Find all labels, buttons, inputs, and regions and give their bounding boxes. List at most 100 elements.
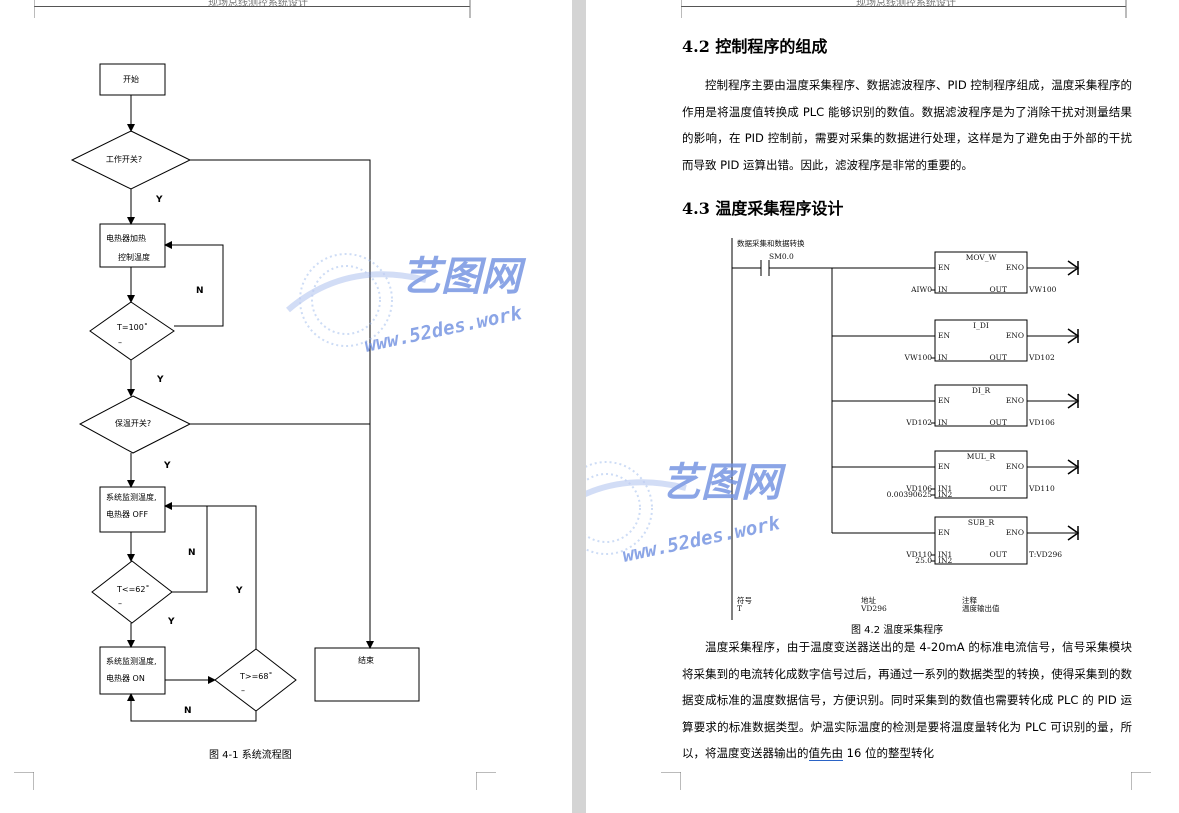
- flow-detect-off-label-1: 系统监测温度,: [106, 492, 157, 502]
- block-name: MOV_W: [966, 253, 997, 262]
- flow-t100-label: T=100˚: [116, 322, 148, 332]
- block-eno-label: ENO: [1006, 263, 1024, 272]
- flow-no-label: N: [188, 548, 196, 558]
- block-en-label: EN: [938, 263, 950, 272]
- block-out-label: OUT: [990, 353, 1007, 362]
- flow-heat-label-1: 电热器加热: [106, 233, 146, 243]
- block-in-value: VD110: [905, 550, 932, 559]
- block-name: SUB_R: [968, 518, 995, 527]
- flow-work-switch-label: 工作开关?: [106, 154, 142, 164]
- block-name: MUL_R: [967, 452, 996, 461]
- block-in-value: AIW0: [910, 285, 932, 294]
- block-out-value: T:VD296: [1029, 550, 1062, 559]
- section-heading-4-3: 4.3 温度采集程序设计: [682, 199, 844, 218]
- header-rule: [34, 6, 470, 7]
- flow-no-label: N: [184, 706, 192, 716]
- flow-t68-sub: –: [241, 686, 245, 695]
- contact-label: SM0.0: [769, 252, 794, 261]
- crop-mark-bottom-right: [476, 772, 496, 790]
- block-en-label: EN: [938, 331, 950, 340]
- comment-table-header: 注释: [962, 595, 977, 605]
- block-out-label: OUT: [990, 484, 1007, 493]
- flow-detect-off-label-2: 电热器 OFF: [106, 509, 148, 519]
- block-out-value: VD110: [1028, 484, 1055, 493]
- function-block: [934, 450, 1028, 499]
- tracked-change-link[interactable]: 值先由: [808, 746, 843, 761]
- flow-start-label: 开始: [123, 74, 139, 84]
- block-eno-label: ENO: [1006, 331, 1024, 340]
- page-header-title: 现场总线测控系统设计: [856, 0, 956, 9]
- crop-mark-top-right: [1125, 0, 1127, 18]
- flow-t62-label: T<=62˚: [116, 584, 149, 594]
- page-header-title: 现场总线测控系统设计: [208, 0, 308, 9]
- block-name: I_DI: [973, 321, 989, 330]
- document-page-right: 现场总线测控系统设计 4.2 控制程序的组成 控制程序主要由温度采集程序、数据滤…: [586, 0, 1179, 813]
- flow-t68-label: T>=68˚: [239, 671, 272, 681]
- block-eno-label: ENO: [1006, 528, 1024, 537]
- symbol-table-value: T: [737, 604, 742, 613]
- flow-yes-label: Y: [155, 195, 163, 205]
- address-table-header: 地址: [861, 595, 876, 605]
- block-in2-label: IN2: [938, 490, 953, 499]
- block-out-value: VD102: [1028, 353, 1055, 362]
- temperature-program-paragraph: 温度采集程序，由于温度变送器送出的是 4-20mA 的标准电流信号，信号采集模块…: [682, 634, 1132, 767]
- flow-arrow-loop-n: [127, 693, 257, 722]
- block-in-label: IN1: [938, 550, 952, 559]
- block-out-label: OUT: [990, 418, 1007, 427]
- function-block: [934, 516, 1028, 565]
- crop-mark-top-left: [681, 0, 682, 18]
- flow-decision-hold-switch: [78, 395, 192, 454]
- block-en-label: EN: [938, 462, 950, 471]
- flow-decision-t62: [91, 560, 173, 624]
- paragraph-tail: 16 位的整型转化: [843, 746, 934, 760]
- flow-detect-on-box: [99, 646, 166, 695]
- flow-arrow-loop-n: [164, 241, 224, 327]
- figure-caption-4-2: 图 4.2 温度采集程序: [851, 625, 944, 636]
- function-block: [934, 384, 1028, 427]
- network-title: 数据采集和数据转换: [737, 238, 805, 248]
- system-flowchart: 开始 工作开关? 电热器加热 控制温度 T=100˚ – 保温开关? 系统监测温…: [70, 63, 420, 722]
- block-out-value: VD106: [1028, 418, 1055, 427]
- block-in2-label: IN2: [938, 556, 953, 565]
- flow-arrow-to-end: [190, 159, 374, 649]
- block-en-label: EN: [938, 396, 950, 405]
- block-out-label: OUT: [990, 550, 1007, 559]
- block-out-value: VW100: [1028, 285, 1057, 294]
- flow-yes-label: Y: [163, 461, 171, 471]
- section-heading-4-2: 4.2 控制程序的组成: [682, 37, 828, 56]
- page-gap: [572, 0, 586, 813]
- address-table-value: VD296: [860, 604, 887, 613]
- block-in-label: IN: [938, 285, 948, 294]
- crop-mark-top-right: [469, 0, 471, 18]
- flow-detect-on-label-1: 系统监测温度,: [106, 656, 157, 666]
- flow-t62-sub: –: [118, 599, 122, 608]
- block-in-label: IN1: [938, 484, 952, 493]
- flow-hold-switch-label: 保温开关?: [115, 418, 151, 428]
- block-eno-label: ENO: [1006, 462, 1024, 471]
- block-name: DI_R: [972, 386, 991, 395]
- flow-t100-sub: –: [118, 338, 122, 347]
- paragraph-text: 控制程序主要由温度采集程序、数据滤波程序、PID 控制程序组成，温度采集程序的作…: [682, 78, 1132, 172]
- document-page-left: 现场总线测控系统设计: [0, 0, 572, 813]
- flow-arrow-loop-n: [164, 502, 208, 593]
- block-in-value: VW100: [904, 353, 933, 362]
- crop-mark-bottom-left: [14, 772, 34, 790]
- flow-end-label: 结束: [358, 655, 374, 665]
- comment-table-value: 温度输出值: [962, 603, 1000, 613]
- figure-caption-4-1: 图 4-1 系统流程图: [209, 750, 292, 761]
- paragraph-text: 温度采集程序，由于温度变送器送出的是 4-20mA 的标准电流信号，信号采集模块…: [682, 640, 1132, 760]
- flow-arrow-loop-y: [207, 505, 257, 649]
- block-in2-value: 0.00390625: [887, 490, 933, 499]
- block-out-label: OUT: [990, 285, 1007, 294]
- flow-yes-label: Y: [156, 375, 164, 385]
- crop-mark-bottom-right: [1131, 772, 1151, 790]
- function-block: [934, 319, 1028, 362]
- block-eno-label: ENO: [1006, 396, 1024, 405]
- block-in-label: IN: [938, 353, 948, 362]
- symbol-table-header: 符号: [737, 595, 752, 605]
- function-block: [934, 251, 1028, 294]
- block-en-label: EN: [938, 528, 950, 537]
- block-in2-value: 25.0: [915, 556, 932, 565]
- flow-start-box: [99, 63, 166, 96]
